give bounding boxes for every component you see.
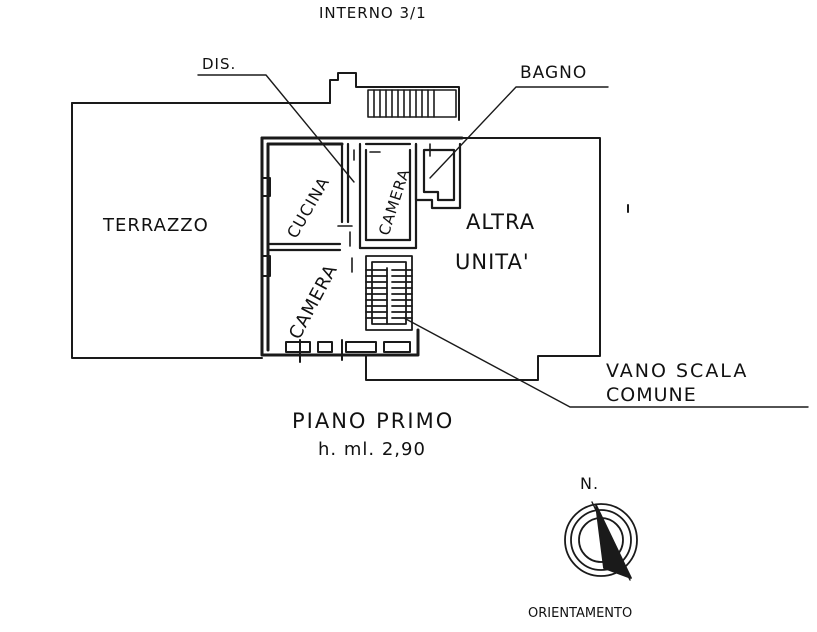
window-marks — [261, 177, 411, 363]
bathroom-walls — [414, 142, 462, 210]
floor-name: PIANO PRIMO — [292, 409, 455, 433]
door-marks — [337, 143, 431, 273]
upper-stair-wall — [329, 72, 460, 121]
label-terrazzo: TERRAZZO — [103, 215, 209, 236]
floor-height: h. ml. 2,90 — [318, 439, 426, 460]
label-vano-scala: VANO SCALA — [606, 360, 749, 382]
label-altra: ALTRA — [466, 210, 536, 234]
compass-caption: ORIENTAMENTO — [528, 606, 633, 621]
leader-lines — [197, 74, 809, 408]
label-dis: DIS. — [202, 55, 237, 73]
common-stair — [365, 255, 413, 331]
upper-stair-flight — [367, 89, 457, 118]
compass-north-label: N. — [580, 474, 600, 493]
apartment-walls — [260, 136, 464, 357]
label-unita: UNITA' — [455, 250, 530, 274]
interior-partitions — [266, 142, 418, 252]
label-bagno: BAGNO — [520, 63, 588, 83]
north-compass — [564, 501, 638, 581]
terrace-outline — [71, 102, 263, 359]
other-unit-outline — [365, 137, 629, 381]
unit-title: INTERNO 3/1 — [319, 4, 427, 22]
label-comune: COMUNE — [606, 384, 697, 406]
